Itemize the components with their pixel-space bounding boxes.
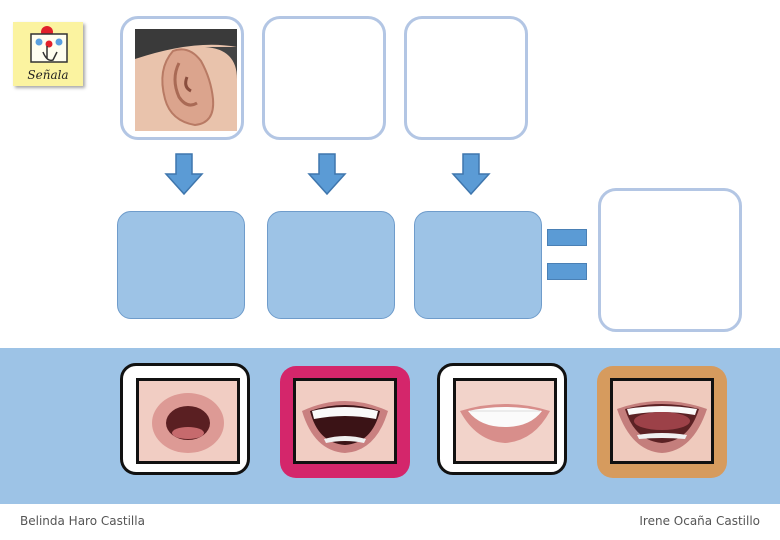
mouth-smile-icon	[456, 381, 554, 461]
ear-icon	[135, 29, 237, 131]
mouth-o-picture	[136, 378, 240, 464]
equals-sign-top	[547, 229, 587, 246]
down-arrow-icon	[164, 153, 204, 196]
sound-slot-1[interactable]	[120, 16, 244, 140]
answer-slot-1[interactable]	[117, 211, 245, 319]
equals-sign-bottom	[547, 263, 587, 280]
result-slot[interactable]	[598, 188, 742, 332]
mouth-o-icon	[139, 381, 237, 461]
senala-icon: Señala	[13, 22, 83, 86]
down-arrow-icon	[307, 153, 347, 196]
mouth-tongue-picture	[610, 378, 714, 464]
mouth-card-o[interactable]	[120, 363, 250, 475]
answer-slot-2[interactable]	[267, 211, 395, 319]
ear-picture	[135, 29, 237, 131]
down-arrow-icon	[451, 153, 491, 196]
sound-slot-2[interactable]	[262, 16, 386, 140]
sound-slot-3[interactable]	[404, 16, 528, 140]
mouth-open-teeth-picture	[293, 378, 397, 464]
pointing-hand-icon	[30, 26, 68, 63]
answer-slot-3[interactable]	[414, 211, 542, 319]
mouth-tongue-icon	[613, 381, 711, 461]
senala-label: Señala	[27, 68, 69, 82]
credit-left: Belinda Haro Castilla	[20, 514, 145, 528]
mouth-open-teeth-icon	[296, 381, 394, 461]
mouth-smile-picture	[453, 378, 557, 464]
credit-right: Irene Ocaña Castillo	[639, 514, 760, 528]
mouth-card-open-teeth[interactable]	[280, 366, 410, 478]
mouth-card-smile[interactable]	[437, 363, 567, 475]
mouth-card-tongue[interactable]	[597, 366, 727, 478]
